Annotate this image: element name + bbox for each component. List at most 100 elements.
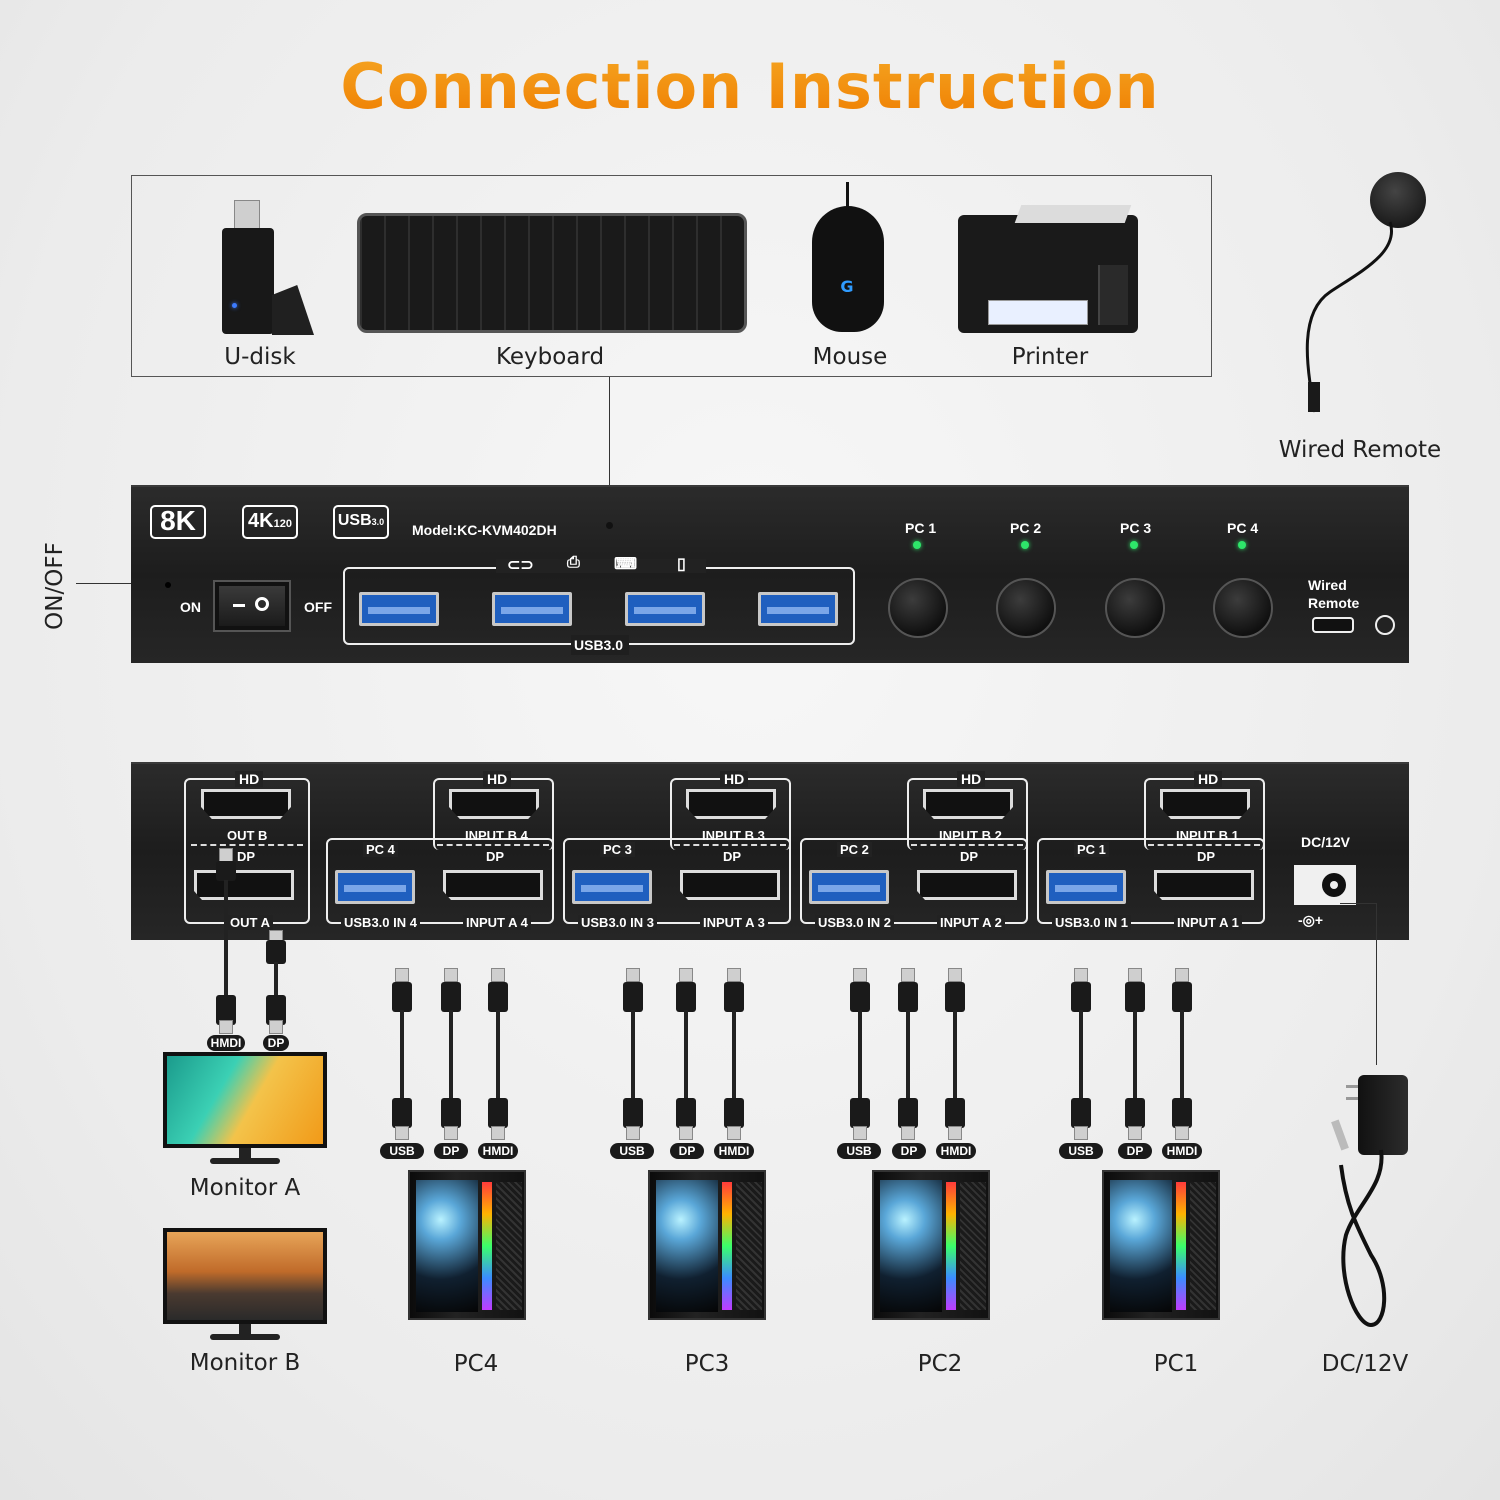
label-mouse: Mouse [812, 344, 888, 370]
monitor-b-image [163, 1228, 327, 1324]
input-a1-label: INPUT A 1 [1174, 915, 1242, 930]
input-b4-hdmi-port[interactable] [449, 789, 539, 819]
pc3-hdmi-tag: HMDI [714, 1143, 754, 1159]
out-a-dp-port[interactable] [194, 870, 294, 900]
printer-icon: ⎙ [567, 554, 580, 571]
page-title: Connection Instruction [0, 50, 1500, 123]
pc3-usb-tag: USB [610, 1143, 654, 1159]
out-b-label: OUT B [227, 828, 268, 843]
label-pc2: PC2 [917, 1351, 963, 1377]
pc3-dp-tag: DP [670, 1143, 704, 1159]
usb-in4-port[interactable] [335, 870, 415, 904]
input-b3-label: INPUT B 3 [702, 828, 765, 843]
label-wired-remote: Wired Remote [1278, 437, 1442, 463]
label-dc12v: DC/12V [1321, 1351, 1409, 1377]
power-adapter-image [1326, 1075, 1416, 1335]
pc3-image [648, 1170, 766, 1320]
input-a2-dp-port[interactable] [917, 870, 1017, 900]
input-a3-dp-port[interactable] [680, 870, 780, 900]
pc4-led [1238, 541, 1246, 549]
pc2-led [1021, 541, 1029, 549]
pc1-usb-tag: USB [1059, 1143, 1103, 1159]
wired-remote-port[interactable] [1312, 617, 1354, 633]
dc-jack[interactable] [1294, 865, 1356, 905]
pc2-button[interactable] [996, 578, 1056, 638]
onoff-label: ON/OFF [42, 542, 68, 630]
input-a3-label: INPUT A 3 [700, 915, 768, 930]
usb30-label: USB3.0 [574, 637, 624, 653]
front-usb-port-3[interactable] [625, 592, 705, 626]
pc4-dp-tag: DP [434, 1143, 468, 1159]
input-b2-label: INPUT B 2 [939, 828, 1002, 843]
front-usb-port-2[interactable] [492, 592, 572, 626]
input-a1-dp-port[interactable] [1154, 870, 1254, 900]
pc4-button[interactable] [1213, 578, 1273, 638]
front-usb-port-4[interactable] [758, 592, 838, 626]
label-printer: Printer [1011, 344, 1089, 370]
badge-usb30: USB3.0 [333, 505, 389, 539]
model-dot [606, 522, 613, 529]
usb-icon-gap [496, 559, 706, 573]
connector-line [609, 377, 610, 523]
pc4-button-label: PC 4 [1227, 520, 1259, 536]
power-line-h [1340, 903, 1376, 904]
keyboard-icon: ⌨ [614, 556, 638, 573]
onoff-line [76, 583, 168, 584]
power-line-v [1376, 903, 1377, 1065]
input-b1-label: INPUT B 1 [1176, 828, 1239, 843]
label-monitor-a: Monitor A [189, 1175, 301, 1201]
label-pc3: PC3 [684, 1351, 730, 1377]
input-b1-hdmi-port[interactable] [1160, 789, 1250, 819]
usb-bracket-gap [571, 635, 629, 655]
pc1-hdmi-tag: HMDI [1162, 1143, 1202, 1159]
peripheral-box [131, 175, 1212, 377]
front-usb-port-1[interactable] [359, 592, 439, 626]
pc3-led [1130, 541, 1138, 549]
pc1-rear-label: PC 1 [1074, 842, 1109, 857]
badge-4k120: 4K120 [242, 505, 298, 539]
usb-in3-port[interactable] [572, 870, 652, 904]
pc1-button[interactable] [888, 578, 948, 638]
pc3-button[interactable] [1105, 578, 1165, 638]
pc2-hdmi-tag: HMDI [936, 1143, 976, 1159]
pc4-rear-label: PC 4 [363, 842, 398, 857]
dc-label: DC/12V [1301, 834, 1351, 850]
wired-remote-port-label-1: Wired [1308, 577, 1347, 593]
badge-8k: 8K [150, 505, 206, 539]
pc3-button-label: PC 3 [1120, 520, 1152, 536]
remote-port-icon [1375, 615, 1395, 635]
label-u-disk: U-disk [224, 344, 296, 370]
usb-in2-port[interactable] [809, 870, 889, 904]
usb-in2-label: USB3.0 IN 2 [815, 915, 894, 930]
power-switch[interactable] [213, 580, 291, 632]
out-dp-label: DP [237, 849, 256, 864]
out-b-hdmi-port[interactable] [201, 789, 291, 819]
pc2-button-label: PC 2 [1010, 520, 1042, 536]
pc2-rear-label: PC 2 [837, 842, 872, 857]
pc4-image [408, 1170, 526, 1320]
pc4-hdmi-tag: HMDI [478, 1143, 518, 1159]
usb-in1-port[interactable] [1046, 870, 1126, 904]
model-text: Model:KC-KVM402DH [412, 522, 557, 538]
label-pc1: PC1 [1153, 1351, 1199, 1377]
input-b2-hdmi-port[interactable] [923, 789, 1013, 819]
out-hd-label: HD [235, 771, 264, 787]
front-panel: 8K 4K120 USB3.0 Model:KC-KVM402DH ON OFF… [131, 485, 1409, 663]
input-b4-label: INPUT B 4 [465, 828, 528, 843]
pc2-usb-tag: USB [837, 1143, 881, 1159]
rear-panel: HD OUT B DP OUT A HD INPUT B 4 PC 4 DP U… [131, 762, 1409, 940]
pc1-dp-tag: DP [1118, 1143, 1152, 1159]
label-pc4: PC4 [453, 1351, 499, 1377]
input-a4-label: INPUT A 4 [463, 915, 531, 930]
label-monitor-b: Monitor B [189, 1350, 301, 1376]
monitor-dp-tag: DP [263, 1035, 289, 1051]
pc4-usb-tag: USB [380, 1143, 424, 1159]
printer-image [958, 205, 1138, 333]
u-disk-image [222, 200, 317, 335]
onoff-dot [165, 582, 171, 588]
input-a4-dp-port[interactable] [443, 870, 543, 900]
pc1-button-label: PC 1 [905, 520, 937, 536]
dc-polarity-icon: -◎+ [1298, 912, 1324, 928]
input-b3-hdmi-port[interactable] [686, 789, 776, 819]
on-label: ON [180, 599, 201, 615]
